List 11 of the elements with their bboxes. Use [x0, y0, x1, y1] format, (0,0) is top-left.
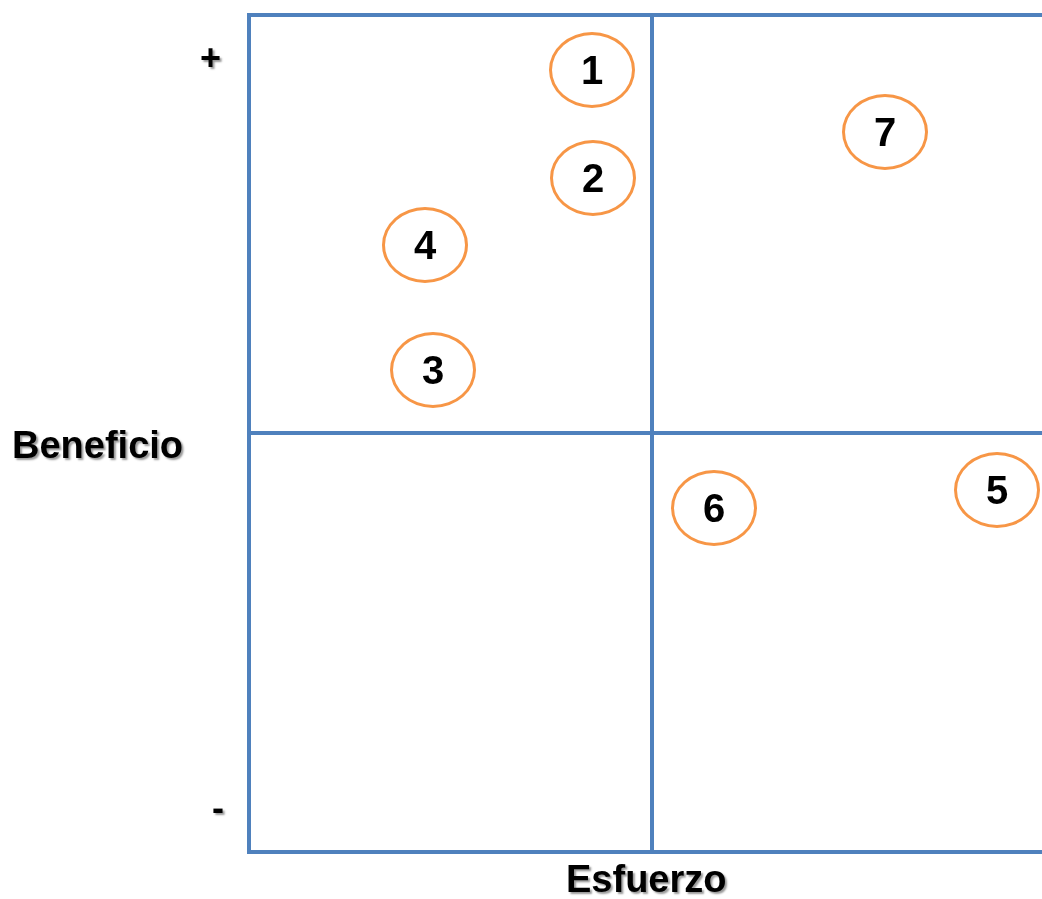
numbered-circle: 7: [842, 94, 928, 170]
x-axis-title: Esfuerzo: [566, 860, 727, 898]
axis-high-mark: +: [200, 40, 222, 76]
numbered-circle: 6: [671, 470, 757, 546]
numbered-circle: 2: [550, 140, 636, 216]
numbered-circle: 5: [954, 452, 1040, 528]
y-axis-title: Beneficio: [12, 426, 184, 464]
numbered-circle: 4: [382, 207, 468, 283]
numbered-circle: 3: [390, 332, 476, 408]
numbered-circle: 1: [549, 32, 635, 108]
axis-low-mark: -: [212, 790, 224, 826]
